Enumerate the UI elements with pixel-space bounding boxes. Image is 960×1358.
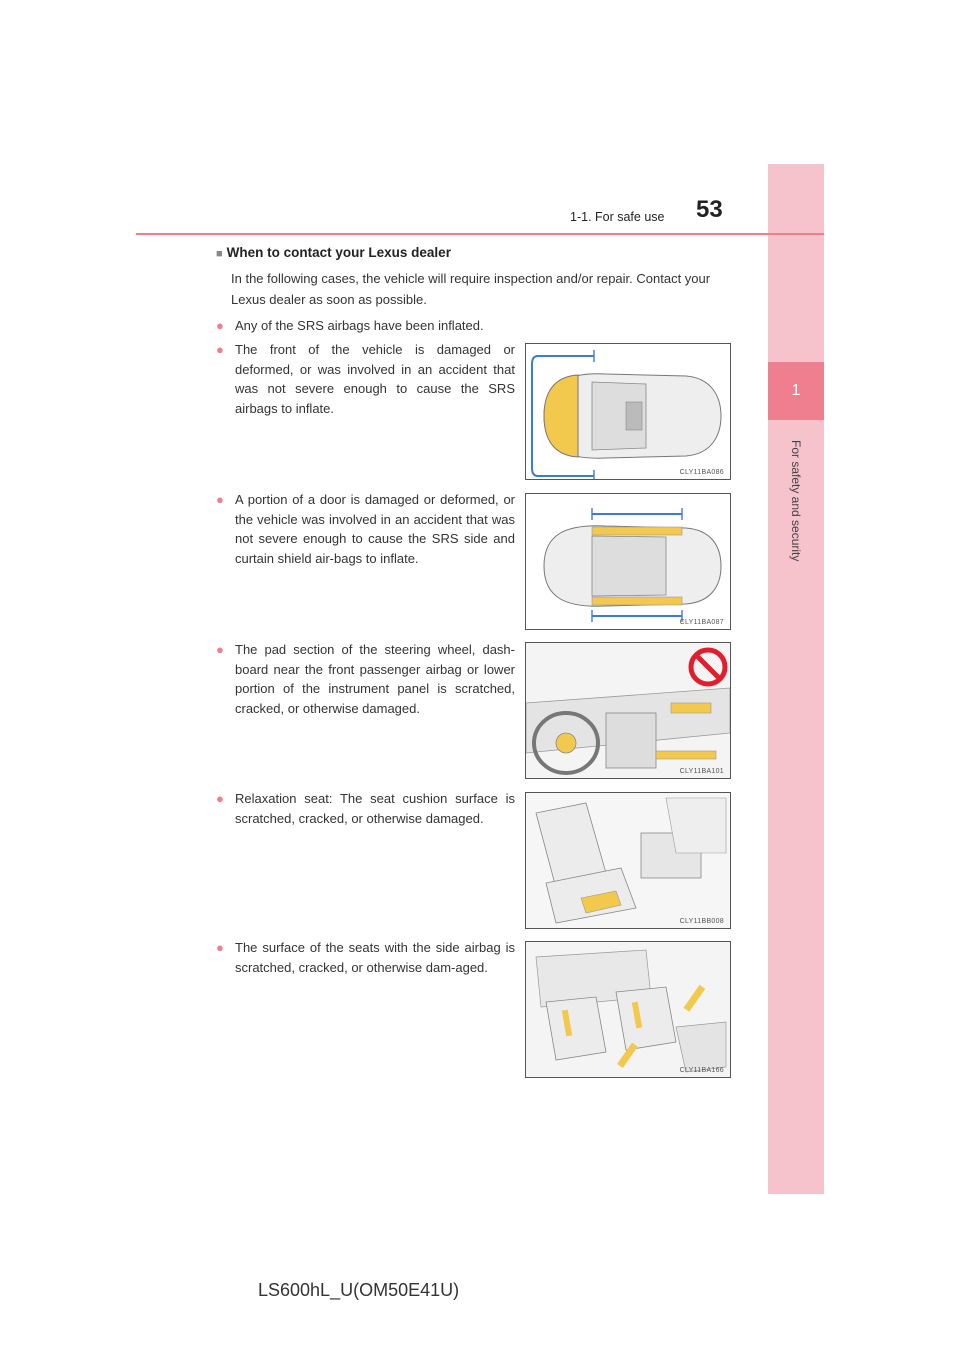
list-item: ● Any of the SRS airbags have been infla… [216, 316, 521, 336]
seat-illustration [526, 793, 730, 928]
figure-front-damage: CLY11BA086 [525, 343, 731, 480]
bullet-icon: ● [216, 940, 224, 955]
bullet-icon: ● [216, 791, 224, 806]
car-topview-side-illustration [543, 508, 722, 622]
figure-relaxation-seat: CLY11BB008 [525, 792, 731, 929]
bullet-icon: ● [216, 642, 224, 657]
footer-model-code: LS600hL_U(OM50E41U) [258, 1280, 460, 1300]
dashboard-illustration [526, 643, 730, 778]
list-item: ● The front of the vehicle is damaged or… [216, 342, 515, 416]
list-item: ● The pad section of the steering wheel,… [216, 642, 515, 716]
figure-side-damage: CLY11BA087 [525, 493, 731, 630]
figure-code: CLY11BA086 [679, 469, 724, 476]
chapter-sidebar [768, 164, 824, 1194]
bullet-icon: ● [216, 492, 224, 507]
figure-side-airbag-seats: CLY11BA166 [525, 941, 731, 1078]
figure-code: CLY11BB008 [679, 918, 724, 925]
chapter-title-vertical: For safety and security [786, 440, 806, 640]
interior-seats-illustration [526, 942, 730, 1077]
chapter-title: For safety and security [789, 440, 803, 562]
chapter-number-tab: 1 [768, 362, 824, 420]
figure-code: CLY11BA101 [679, 768, 724, 775]
intro-paragraph: In the following cases, the vehicle will… [231, 271, 711, 307]
header-divider [136, 233, 824, 235]
heading-square-icon: ■ [216, 248, 223, 260]
list-item: ● A portion of a door is damaged or defo… [216, 492, 515, 566]
header-section-title: 1-1. For safe use [570, 210, 665, 224]
section-heading-text: When to contact your Lexus dealer [226, 245, 451, 260]
list-item: ● The surface of the seats with the side… [216, 940, 515, 975]
car-topview-front-illustration [531, 350, 722, 479]
list-item: ● Relaxation seat: The seat cushion surf… [216, 791, 515, 826]
figure-code: CLY11BA087 [679, 619, 724, 626]
section-heading: ■When to contact your Lexus dealer [216, 245, 451, 260]
bullet-icon: ● [216, 318, 224, 333]
figure-dashboard: CLY11BA101 [525, 642, 731, 779]
figure-code: CLY11BA166 [679, 1067, 724, 1074]
page-number: 53 [696, 196, 723, 223]
bullet-icon: ● [216, 342, 224, 357]
